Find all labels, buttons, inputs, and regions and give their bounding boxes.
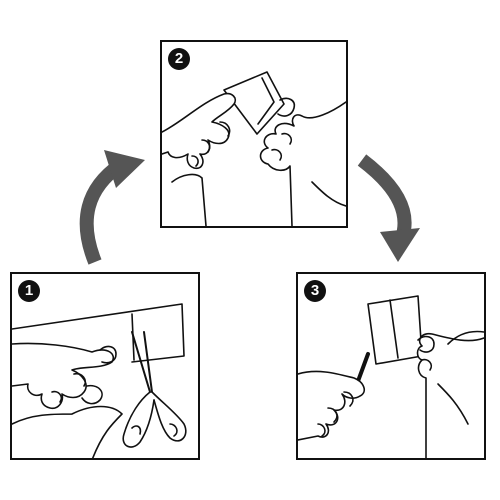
step-2-panel: 2 <box>160 40 348 228</box>
hands-peeling-backing-icon <box>162 71 346 226</box>
step-number-badge: 1 <box>18 280 40 302</box>
hand-cutting-strip-with-scissors-icon <box>12 303 187 458</box>
arrow-step2-to-step3-icon <box>357 154 420 262</box>
step-3-panel: 3 <box>296 272 486 460</box>
step-number-badge: 3 <box>304 280 326 302</box>
step-1-panel: 1 <box>10 272 200 460</box>
arrow-step1-to-step2-icon <box>79 150 145 265</box>
hands-applying-patch-icon <box>298 295 484 458</box>
step-number-badge: 2 <box>168 48 190 70</box>
